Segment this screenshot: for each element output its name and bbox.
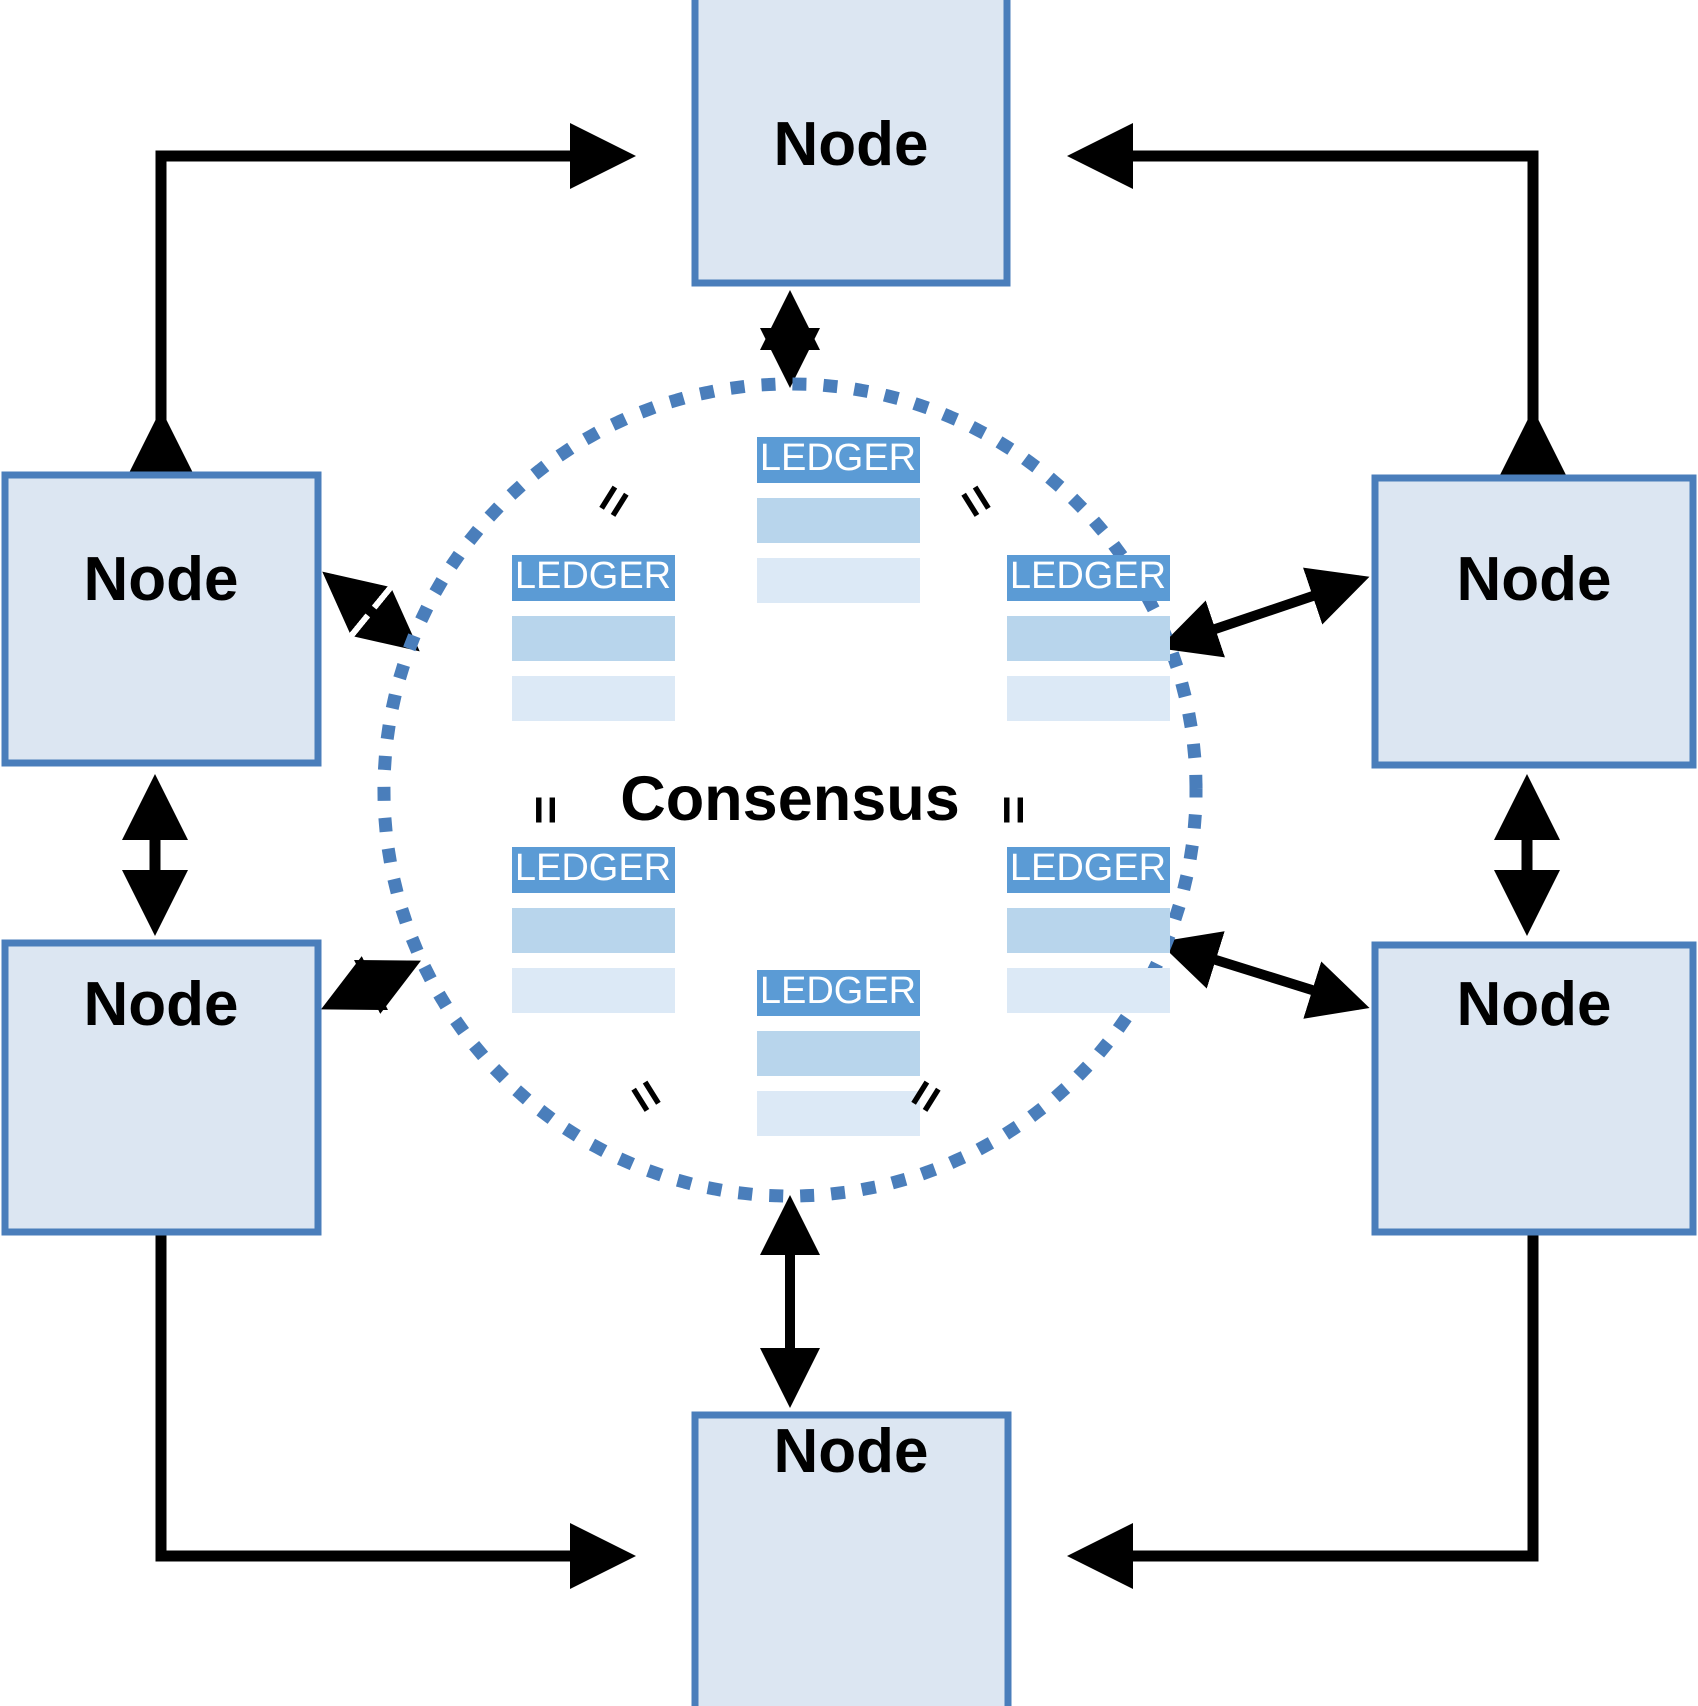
ledger-top[interactable]: LEDGER	[757, 437, 920, 603]
ledger-upper-right-row-2	[1007, 676, 1170, 721]
ledger-top-header	[757, 437, 920, 483]
equals-mark-top-left: =	[582, 474, 645, 528]
ledger-bottom[interactable]: LEDGER	[757, 970, 920, 1136]
node-right-upper-label: Node	[1457, 545, 1612, 614]
conn-right-upper-to-top	[1067, 123, 1566, 475]
ledger-lower-right-row-2	[1007, 968, 1170, 1013]
conn-left-upper-to-top	[128, 123, 636, 475]
ledger-upper-left-header	[512, 555, 675, 601]
conn-right-upper-to-center	[1158, 567, 1370, 658]
node-left-lower[interactable]: Node	[1, 939, 322, 1236]
node-right-upper[interactable]: Node	[1371, 474, 1697, 769]
conn-left-lower-to-center	[321, 956, 421, 1014]
conn-right-lower-to-center	[1158, 931, 1370, 1019]
ledger-lower-right-label: LEDGER	[1010, 847, 1166, 889]
consensus-boundary-circle	[377, 377, 1203, 1203]
ledger-bottom-header	[757, 970, 920, 1016]
node-right-lower-label: Node	[1457, 970, 1612, 1039]
ledger-top-row-2	[757, 558, 920, 603]
ledger-lower-left-row-1	[512, 908, 675, 953]
outer-ring-connections	[128, 123, 1566, 1589]
conn-left-lower-to-bottom	[155, 1233, 636, 1589]
ledger-upper-right[interactable]: LEDGER	[1007, 555, 1170, 721]
ledger-lower-left-header	[512, 847, 675, 893]
node-right-lower[interactable]: Node	[1371, 941, 1697, 1236]
ledger-bottom-row-2	[757, 1091, 920, 1136]
ledger-upper-right-header	[1007, 555, 1170, 601]
node-left-upper-label: Node	[84, 545, 239, 614]
ledger-lower-right-header	[1007, 847, 1170, 893]
node-top-label: Node	[774, 110, 929, 179]
node-bottom[interactable]: Node	[691, 1411, 1012, 1706]
node-left-upper[interactable]: Node	[1, 471, 322, 767]
equals-mark-mid-right: =	[985, 795, 1041, 824]
ledger-lower-left-label: LEDGER	[515, 847, 671, 889]
consensus-label: Consensus	[620, 764, 960, 834]
node-top[interactable]: Node	[691, 0, 1011, 287]
ledger-top-label: LEDGER	[760, 437, 916, 479]
ledger-bottom-row-1	[757, 1031, 920, 1076]
ledger-upper-left-row-2	[512, 676, 675, 721]
equals-mark-top-right: =	[945, 474, 1008, 528]
equals-mark-mid-left: =	[517, 795, 573, 824]
consensus-connections	[321, 290, 1370, 1408]
ledger-upper-right-label: LEDGER	[1010, 555, 1166, 597]
ledger-lower-right-row-1	[1007, 908, 1170, 953]
node-bottom-label: Node	[774, 1417, 929, 1486]
ledger-upper-left-label: LEDGER	[515, 555, 671, 597]
conn-right-lower-to-bottom	[1067, 1233, 1539, 1589]
side-node-connections	[122, 774, 1560, 936]
conn-left-upper-to-center	[322, 571, 420, 652]
node-left-lower-label: Node	[84, 970, 239, 1039]
ledger-upper-left-row-1	[512, 616, 675, 661]
ledger-top-row-1	[757, 498, 920, 543]
ledger-upper-left[interactable]: LEDGER	[512, 555, 675, 721]
ledger-upper-right-row-1	[1007, 616, 1170, 661]
ledger-lower-left-row-2	[512, 968, 675, 1013]
ledger-lower-left[interactable]: LEDGER	[512, 847, 675, 1013]
ledger-lower-right[interactable]: LEDGER	[1007, 847, 1170, 1013]
equals-mark-bottom-left: =	[615, 1069, 678, 1123]
ledger-bottom-label: LEDGER	[760, 970, 916, 1012]
